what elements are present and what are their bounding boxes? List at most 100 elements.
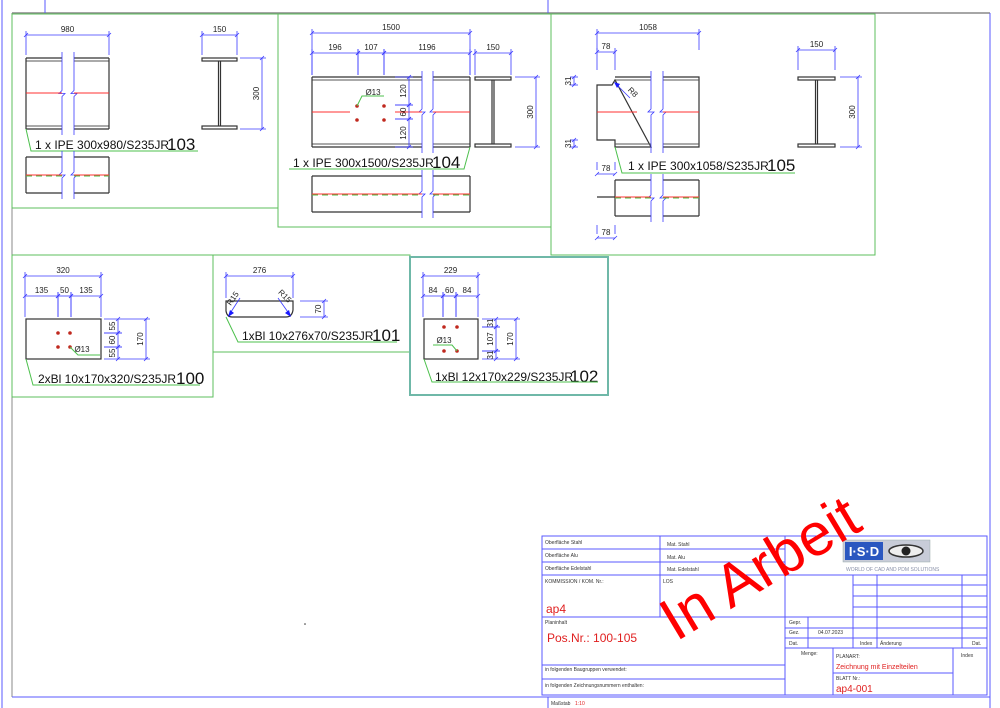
dimension-tick — [234, 32, 240, 38]
bottom-flange — [797, 143, 836, 148]
radius-leader — [615, 83, 631, 99]
dimension-value: 107 — [486, 332, 495, 346]
dimension-value: 107 — [364, 43, 378, 52]
dimension-tick — [571, 144, 577, 150]
stray-point — [304, 623, 306, 625]
dimension-tick — [612, 49, 618, 55]
plan-type-label: PLANART: — [836, 654, 860, 660]
dimension-value: 31 — [564, 76, 573, 85]
dimension-tick — [508, 50, 514, 56]
dimension-tick — [115, 344, 121, 350]
part-label: 1xBl 10x276x70/S235JR — [242, 329, 374, 343]
radius-label: R8 — [626, 85, 640, 99]
dimension-tick — [453, 293, 459, 299]
change-label: Änderung — [880, 640, 902, 647]
dimension-value: 135 — [35, 286, 49, 295]
dimension-value: 196 — [328, 43, 342, 52]
dimension-tick — [594, 171, 600, 177]
dimension-tick — [472, 50, 478, 56]
dimension-tick — [115, 316, 121, 322]
surface-steel-label: Oberfläche Stahl — [545, 540, 582, 546]
dimension-value: 1196 — [418, 43, 436, 52]
plate-outline — [25, 318, 102, 360]
dimension-tick — [115, 356, 121, 362]
radius-label: R15 — [276, 288, 293, 305]
commission-label: KOMMISSION / KOM. Nr.: — [545, 579, 604, 585]
bolt-hole — [442, 325, 446, 329]
bolt-hole — [442, 349, 446, 353]
dimension-tick — [513, 316, 519, 322]
part-number: 100 — [176, 369, 204, 388]
dimension-tick — [406, 116, 412, 122]
panel-part-105[interactable] — [550, 13, 876, 256]
hole-diameter-label: Ø13 — [74, 345, 90, 354]
title-block-frame — [541, 535, 988, 696]
bolt-hole — [56, 345, 60, 349]
dimension-tick — [612, 171, 618, 177]
dimension-value: 980 — [61, 25, 75, 34]
dimension-tick — [406, 144, 412, 150]
scale-label: Maßstab — [551, 701, 571, 707]
part-number: 105 — [767, 156, 795, 175]
material-alu-label: Mat. Alu — [667, 555, 685, 561]
hole-leader — [69, 346, 100, 356]
dimension-value: 150 — [810, 40, 824, 49]
part-label: 1 x IPE 300x1058/S235JR — [628, 159, 769, 173]
hole-diameter-label: Ø13 — [365, 88, 381, 97]
contained-in-drawings-label: in folgenden Zeichnungsnummern enthalten… — [545, 683, 644, 689]
dimension-tick — [98, 293, 104, 299]
dimension-tick — [475, 293, 481, 299]
dimension-tick — [594, 49, 600, 55]
dimension-value: 31 — [564, 139, 573, 148]
part-number: 102 — [570, 367, 598, 386]
dimension-value: 55 — [108, 348, 117, 357]
sheet-number-value: ap4-001 — [836, 684, 873, 695]
dimension-tick — [290, 273, 296, 279]
dimension-tick — [467, 50, 473, 56]
bottom-flange — [201, 125, 238, 130]
dimension-tick — [259, 55, 265, 61]
dimension-value: 31 — [486, 350, 495, 359]
dimension-value: 135 — [79, 286, 93, 295]
dimension-tick — [612, 235, 618, 241]
dimension-value: 60 — [399, 107, 408, 116]
label-leader — [225, 316, 397, 343]
panel-part-102-selected[interactable] — [409, 256, 609, 396]
dimension-tick — [23, 32, 29, 38]
panel-part-103[interactable] — [11, 13, 279, 209]
part-number: 103 — [167, 135, 195, 154]
dimension-tick — [223, 273, 229, 279]
label-leader — [25, 128, 198, 152]
quantity-label: Menge: — [801, 651, 818, 657]
part-number: 101 — [372, 326, 400, 345]
dimension-tick — [475, 273, 481, 279]
dimension-tick — [420, 273, 426, 279]
dimension-tick — [533, 74, 539, 80]
dimension-tick — [355, 50, 361, 56]
dimension-tick — [594, 30, 600, 36]
date-label: Dat. — [789, 641, 798, 647]
radius-arrow — [285, 310, 291, 317]
los-label: LOS — [663, 579, 674, 585]
dimension-tick — [594, 235, 600, 241]
dimension-tick — [533, 144, 539, 150]
dimension-tick — [493, 316, 499, 322]
dimension-tick — [696, 30, 702, 36]
dimension-tick — [309, 50, 315, 56]
bottom-flange — [474, 143, 512, 148]
drawn-date: 04.07.2023 — [818, 630, 843, 636]
label-leader — [614, 146, 795, 174]
hole-leader — [433, 344, 458, 352]
dimension-tick — [440, 293, 446, 299]
used-in-assemblies-label: in folgenden Baugruppen verwendet: — [545, 667, 627, 673]
top-flange — [474, 76, 512, 81]
top-flange — [201, 57, 238, 62]
plan-content-label: Planinhalt — [545, 620, 568, 626]
dimension-value: 84 — [463, 286, 472, 295]
commission-value: ap4 — [546, 602, 566, 616]
radius-label: R15 — [225, 290, 241, 308]
dimension-value: 170 — [136, 332, 145, 346]
hole-leader — [356, 95, 384, 107]
